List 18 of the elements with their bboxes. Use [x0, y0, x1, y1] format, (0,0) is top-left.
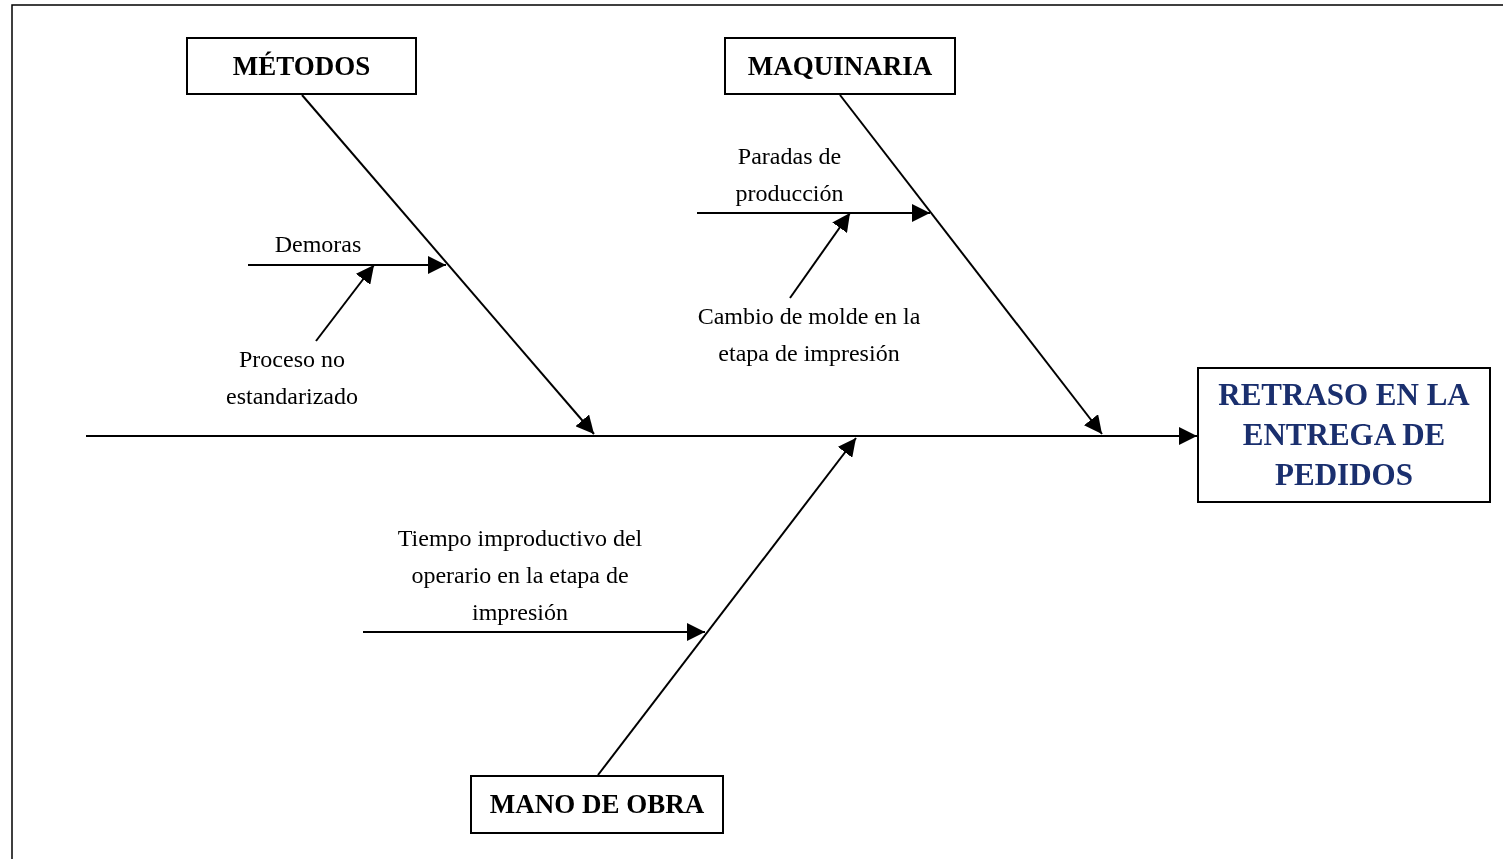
- bone-arrow: [301, 94, 595, 435]
- cause-arrow: [362, 623, 706, 641]
- spine-arrow: [85, 427, 1198, 445]
- category-box: MAQUINARIA: [724, 37, 956, 95]
- cause-label: Paradas de producción: [697, 138, 882, 213]
- cause-label: Tiempo improductivo del operario en la etapa de impresión: [363, 520, 655, 632]
- cause-label: Cambio de molde en la etapa de impresión: [692, 298, 926, 410]
- cause-arrow: [789, 212, 851, 299]
- bone-arrow: [597, 437, 857, 776]
- cause-arrow: [315, 264, 375, 342]
- effect-box: RETRASO EN LA ENTREGA DE PEDIDOS: [1197, 367, 1491, 503]
- cause-label: Demoras: [248, 226, 378, 265]
- bone-arrow: [839, 94, 1103, 435]
- category-box: MÉTODOS: [186, 37, 417, 95]
- category-box: MANO DE OBRA: [470, 775, 724, 834]
- cause-label: Proceso no estandarizado: [192, 341, 392, 417]
- cause-arrow: [247, 256, 447, 274]
- cause-arrow: [696, 204, 931, 222]
